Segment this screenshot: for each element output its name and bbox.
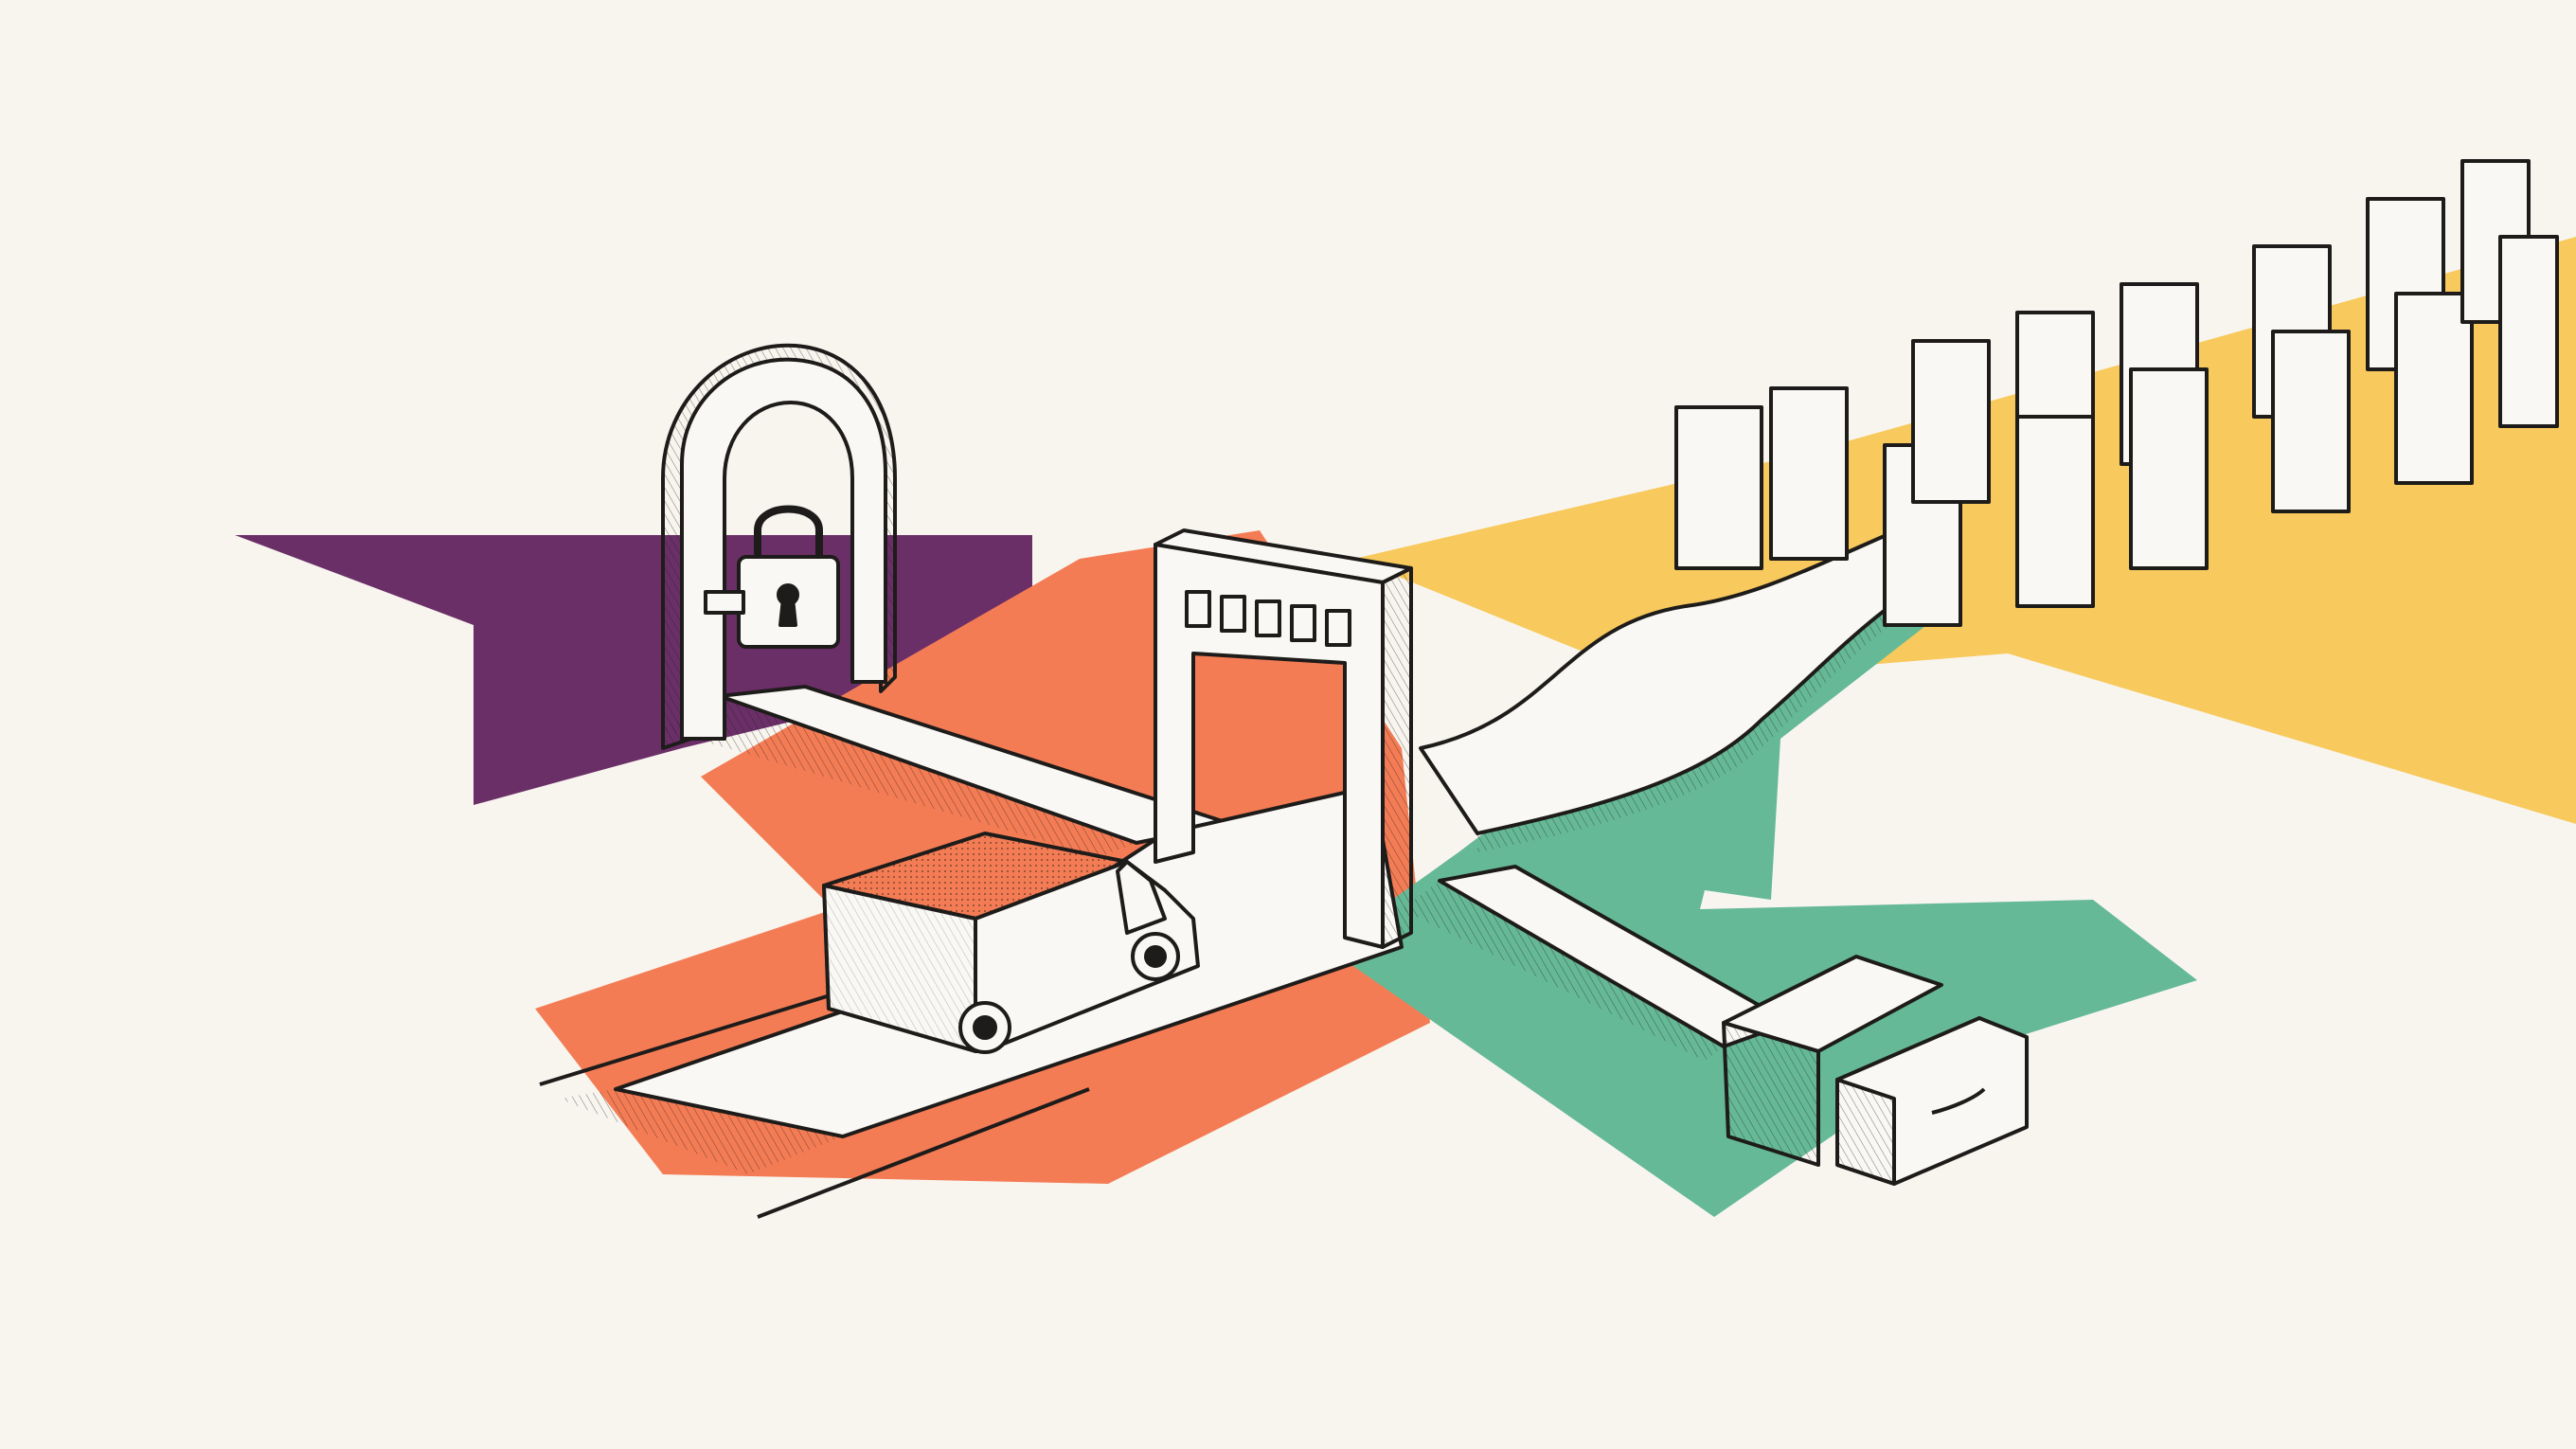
gateway-arch-icon — [1154, 528, 1413, 949]
padlock-shackle — [754, 505, 823, 559]
open-drawer-icon — [1722, 955, 2029, 1186]
lock-road-side — [663, 696, 1136, 857]
green-shape — [1326, 606, 2197, 1217]
padlock-arch-icon — [661, 343, 897, 750]
drawer-road-side — [1402, 881, 1724, 1061]
door-row-icon — [1674, 159, 2559, 627]
delivery-van-icon — [822, 832, 1200, 1054]
van-road-side — [559, 1089, 843, 1174]
